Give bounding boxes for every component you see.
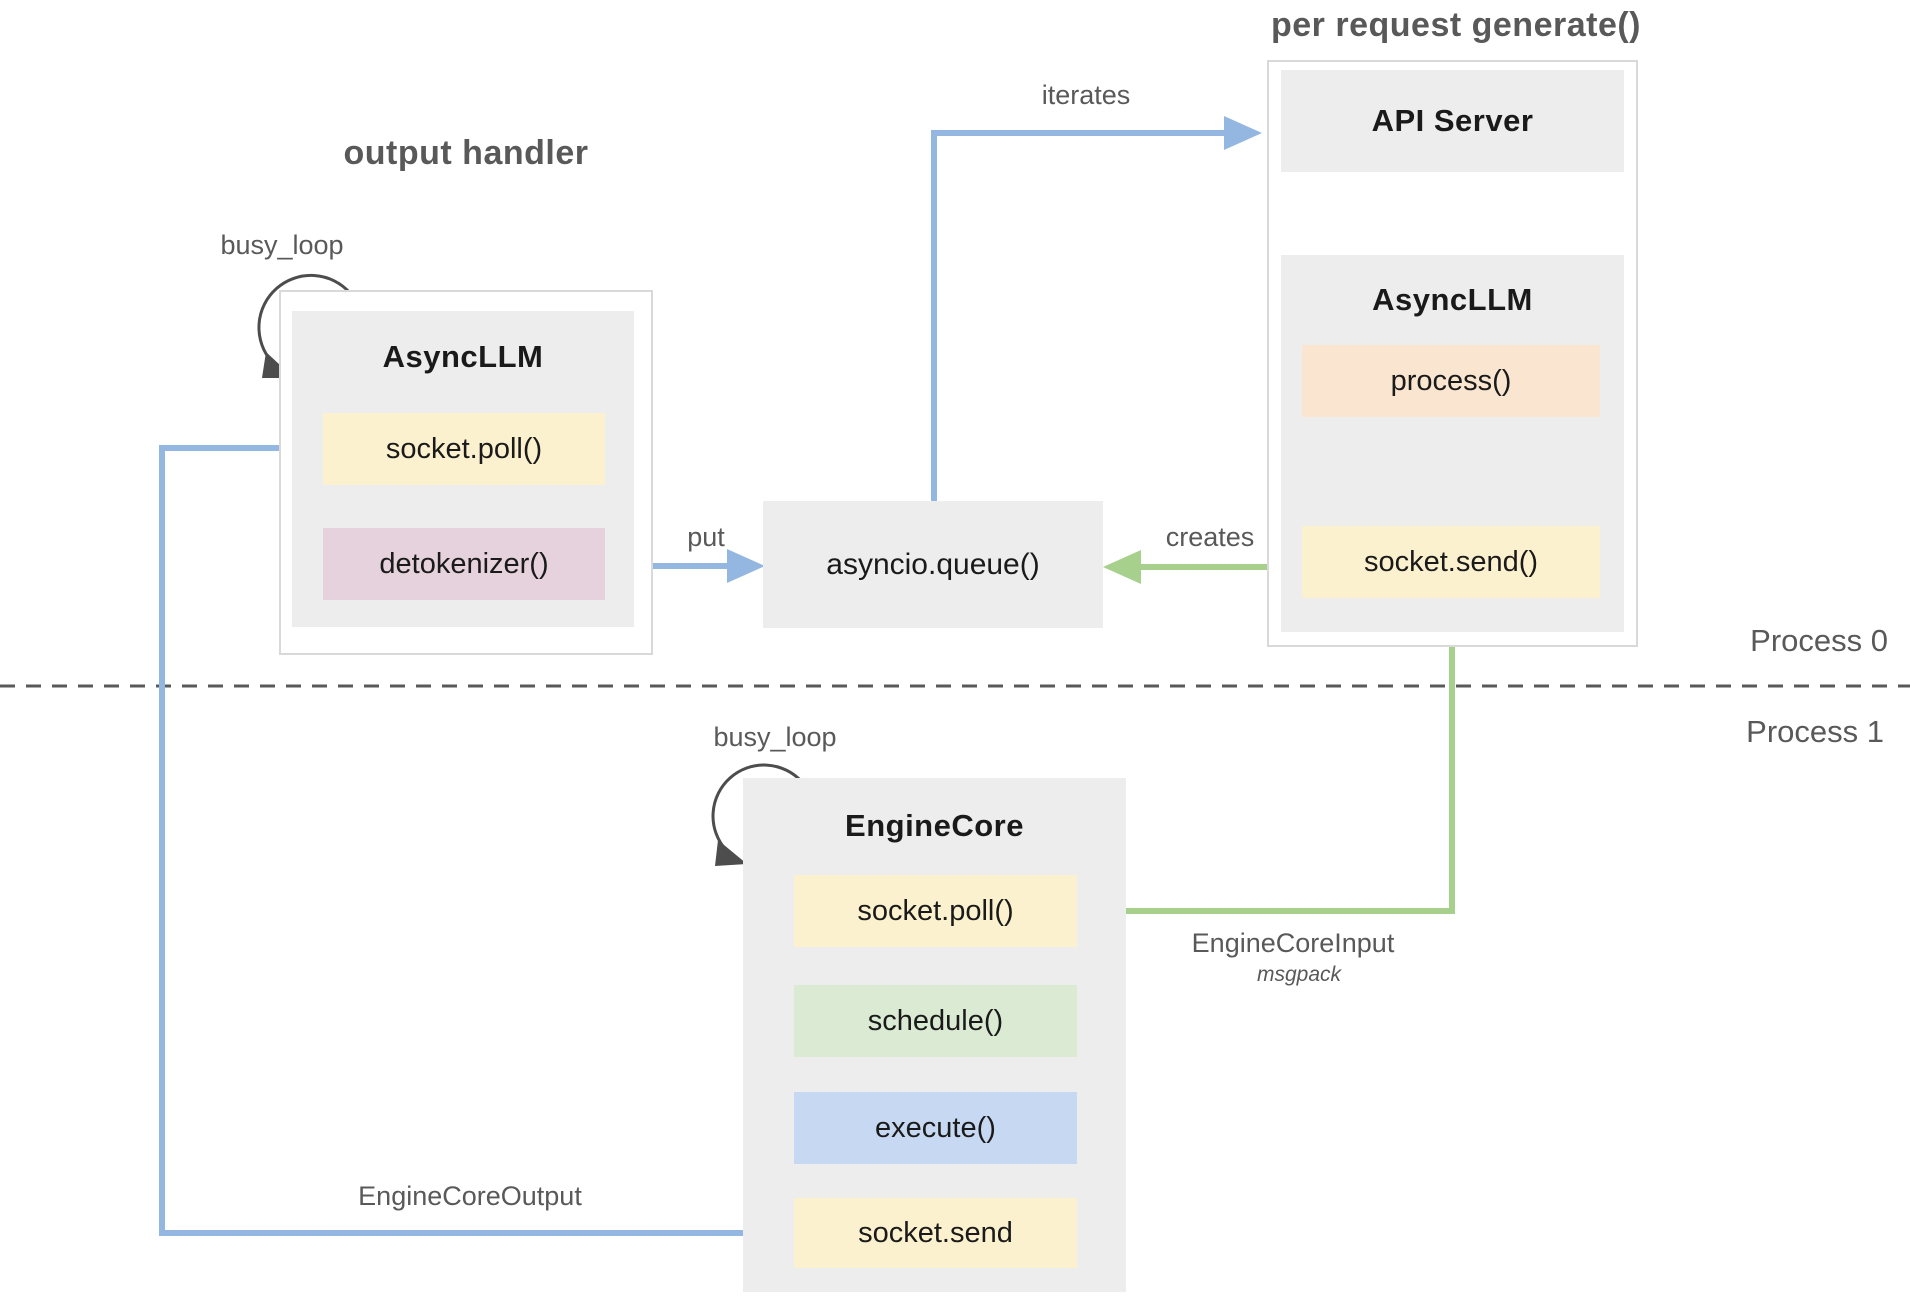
process-0-label: Process 0 <box>1750 623 1888 658</box>
output-handler-outer-box: AsyncLLM socket.poll() detokenizer() <box>279 290 653 655</box>
creates-label: creates <box>1165 522 1255 552</box>
busy-loop-label-left: busy_loop <box>220 230 344 260</box>
msgpack-label: msgpack <box>1256 963 1342 986</box>
put-arrowhead-icon <box>727 549 765 583</box>
right-asyncllm-box: AsyncLLM process() socket.send() <box>1281 255 1624 632</box>
output-handler-title: output handler <box>343 134 589 172</box>
engine-schedule-box: schedule() <box>794 985 1077 1057</box>
engine-socket-poll-box: socket.poll() <box>794 875 1077 947</box>
process-1-label: Process 1 <box>1746 714 1884 749</box>
iterates-label: iterates <box>1041 80 1131 110</box>
creates-arrowhead-icon <box>1103 550 1141 584</box>
left-asyncllm-title: AsyncLLM <box>382 339 544 374</box>
right-asyncllm-title: AsyncLLM <box>1372 282 1533 317</box>
engine-core-output-label: EngineCoreOutput <box>358 1181 582 1211</box>
engine-core-title: EngineCore <box>845 808 1024 843</box>
api-server-title: API Server <box>1371 103 1534 138</box>
api-server-box: API Server <box>1281 70 1624 172</box>
per-request-outer-box: API Server AsyncLLM process() socket.sen… <box>1267 60 1638 647</box>
left-socket-poll-box: socket.poll() <box>323 413 605 485</box>
engine-core-box: EngineCore socket.poll() schedule() exec… <box>743 778 1126 1292</box>
right-socket-send-box: socket.send() <box>1302 526 1600 598</box>
put-label: put <box>687 522 725 552</box>
engine-execute-box: execute() <box>794 1092 1077 1164</box>
iterates-arrowhead-icon <box>1224 116 1262 150</box>
busy-loop-label-bottom: busy_loop <box>713 722 837 752</box>
per-request-generate-title: per request generate() <box>1271 6 1641 44</box>
left-asyncllm-box: AsyncLLM socket.poll() detokenizer() <box>292 311 634 627</box>
engine-socket-send-box: socket.send <box>794 1198 1077 1268</box>
engine-core-input-label: EngineCoreInput <box>1191 928 1395 958</box>
iterates-arrow-line <box>931 130 1224 501</box>
right-process-box: process() <box>1302 345 1600 417</box>
asyncio-queue-box: asyncio.queue() <box>763 501 1103 628</box>
left-detokenizer-box: detokenizer() <box>323 528 605 600</box>
